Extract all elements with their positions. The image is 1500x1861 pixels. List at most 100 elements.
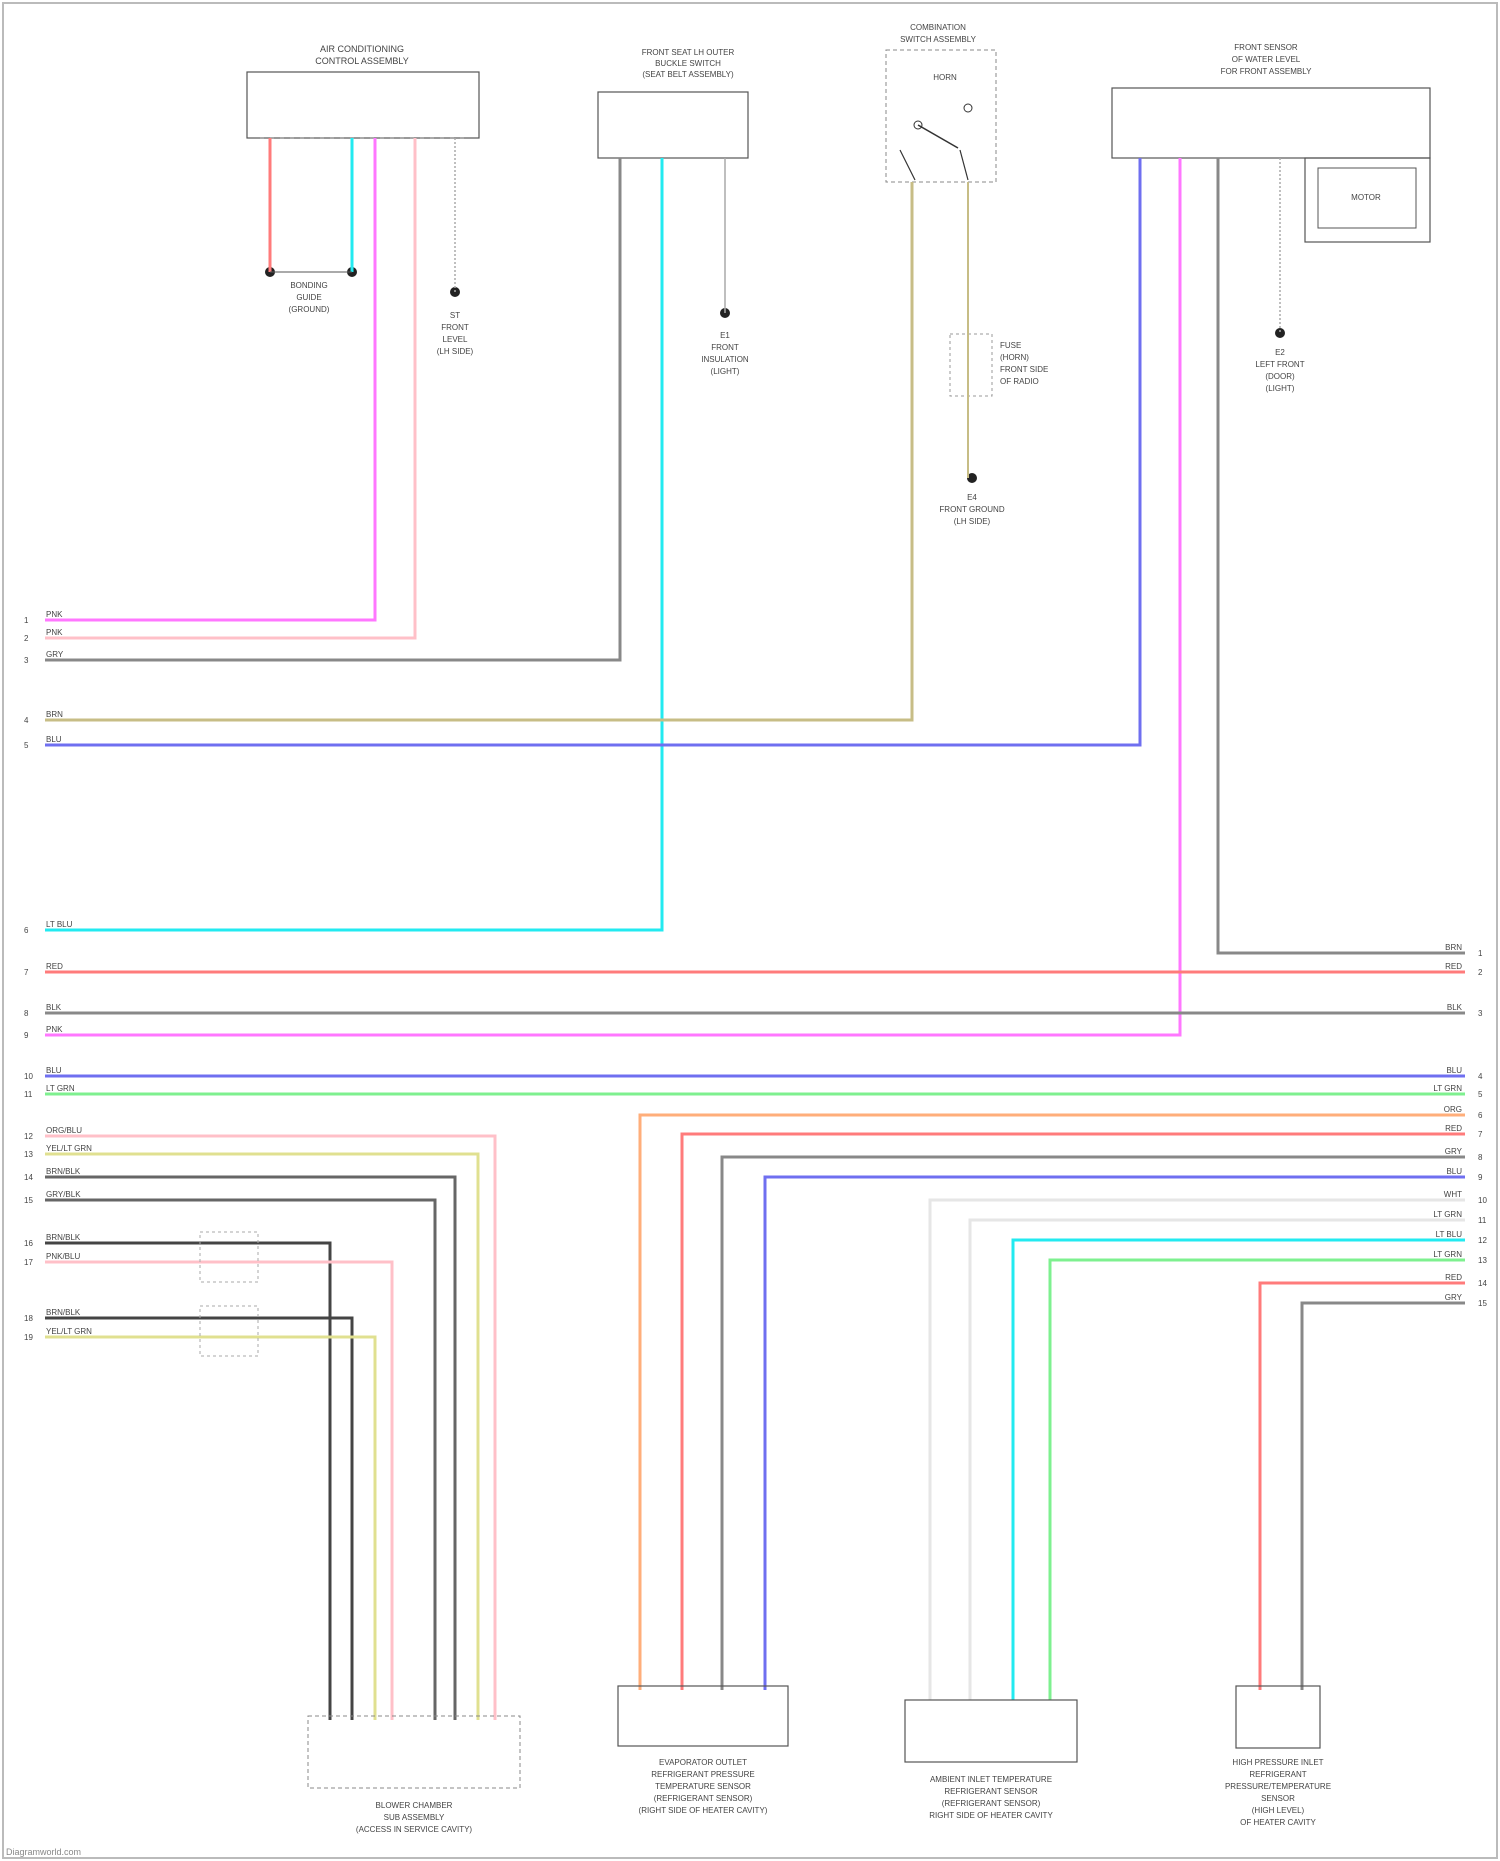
svg-text:EVAPORATOR OUTLET: EVAPORATOR OUTLET bbox=[659, 1758, 747, 1767]
combo-title-2: SWITCH ASSEMBLY bbox=[900, 35, 977, 44]
left-pin-15: 15 bbox=[24, 1196, 33, 1205]
right-wire-code: WHT bbox=[1444, 1190, 1462, 1199]
left-pin-8: 8 bbox=[24, 1009, 29, 1018]
left-wire-code: PNK/BLU bbox=[46, 1252, 80, 1261]
svg-text:(LH SIDE): (LH SIDE) bbox=[437, 347, 474, 356]
right-wire-code: ORG bbox=[1444, 1105, 1462, 1114]
svg-text:(HIGH LEVEL): (HIGH LEVEL) bbox=[1252, 1806, 1305, 1815]
wire-pnk-sensor bbox=[45, 158, 1180, 1035]
svg-text:REFRIGERANT: REFRIGERANT bbox=[1249, 1770, 1306, 1779]
seat-belt-buckle-switch: FRONT SEAT LH OUTER BUCKLE SWITCH (SEAT … bbox=[598, 48, 748, 158]
svg-text:(GROUND): (GROUND) bbox=[289, 305, 330, 314]
svg-text:AMBIENT INLET TEMPERATURE: AMBIENT INLET TEMPERATURE bbox=[930, 1775, 1052, 1784]
svg-text:(ACCESS IN SERVICE CAVITY): (ACCESS IN SERVICE CAVITY) bbox=[356, 1825, 473, 1834]
right-pin-8: 8 bbox=[1478, 1153, 1483, 1162]
left-wire-code: BLK bbox=[46, 1003, 62, 1012]
svg-text:ST: ST bbox=[450, 311, 460, 320]
left-pin-11: 11 bbox=[24, 1090, 33, 1099]
left-wire-code: PNK bbox=[46, 628, 63, 637]
left-pin-5: 5 bbox=[24, 741, 29, 750]
ground-points bbox=[265, 267, 1285, 483]
left-pin-16: 16 bbox=[24, 1239, 33, 1248]
left-pin-2: 2 bbox=[24, 634, 29, 643]
svg-text:REFRIGERANT PRESSURE: REFRIGERANT PRESSURE bbox=[651, 1770, 754, 1779]
right-pin-11: 11 bbox=[1478, 1216, 1487, 1225]
motor-label: MOTOR bbox=[1351, 193, 1381, 202]
svg-text:(DOOR): (DOOR) bbox=[1265, 372, 1295, 381]
right-pin-2: 2 bbox=[1478, 968, 1483, 977]
svg-text:(REFRIGERANT SENSOR): (REFRIGERANT SENSOR) bbox=[942, 1799, 1041, 1808]
svg-text:(LH SIDE): (LH SIDE) bbox=[954, 517, 991, 526]
footer-watermark: Diagramworld.com bbox=[6, 1847, 81, 1857]
left-wire-code: LT BLU bbox=[46, 920, 73, 929]
right-pin-7: 7 bbox=[1478, 1130, 1483, 1139]
left-wire-code: PNK bbox=[46, 610, 63, 619]
left-pin-3: 3 bbox=[24, 656, 29, 665]
left-wire-code: GRY bbox=[46, 650, 64, 659]
left-pin-9: 9 bbox=[24, 1031, 29, 1040]
svg-text:REFRIGERANT SENSOR: REFRIGERANT SENSOR bbox=[944, 1787, 1037, 1796]
svg-text:RIGHT SIDE OF HEATER CAVITY: RIGHT SIDE OF HEATER CAVITY bbox=[929, 1811, 1053, 1820]
ground-labels: BONDING GUIDE (GROUND) ST FRONT LEVEL (L… bbox=[289, 281, 1305, 526]
left-wire-code: BRN/BLK bbox=[46, 1167, 81, 1176]
svg-text:FRONT: FRONT bbox=[711, 343, 739, 352]
svg-text:SENSOR: SENSOR bbox=[1261, 1794, 1295, 1803]
fuse-label-4: OF RADIO bbox=[1000, 377, 1039, 386]
fuse-label-2: (HORN) bbox=[1000, 353, 1029, 362]
lower-right-wires bbox=[640, 1115, 1465, 1700]
svg-text:PRESSURE/TEMPERATURE: PRESSURE/TEMPERATURE bbox=[1225, 1782, 1331, 1791]
left-pin-12: 12 bbox=[24, 1132, 33, 1141]
right-wire-code: LT BLU bbox=[1436, 1230, 1463, 1239]
right-wire-code: RED bbox=[1445, 1124, 1462, 1133]
right-pin-4: 4 bbox=[1478, 1072, 1483, 1081]
svg-text:FRONT: FRONT bbox=[441, 323, 469, 332]
left-wire-code: BLU bbox=[46, 1066, 62, 1075]
sensor-title-3: FOR FRONT ASSEMBLY bbox=[1221, 67, 1312, 76]
buckle-title-3: (SEAT BELT ASSEMBLY) bbox=[642, 70, 734, 79]
left-wire-code: BRN bbox=[46, 710, 63, 719]
lower-left-wires bbox=[45, 1136, 495, 1720]
left-wire-code: LT GRN bbox=[46, 1084, 75, 1093]
right-pin-3: 3 bbox=[1478, 1009, 1483, 1018]
right-pin-12: 12 bbox=[1478, 1236, 1487, 1245]
right-pin-1: 1 bbox=[1478, 949, 1483, 958]
left-pin-14: 14 bbox=[24, 1173, 33, 1182]
right-wire-code: BLK bbox=[1447, 1003, 1463, 1012]
left-wire-code: YEL/LT GRN bbox=[46, 1144, 92, 1153]
ac-title-1: AIR CONDITIONING bbox=[320, 44, 404, 54]
right-wire-code: BRN bbox=[1445, 943, 1462, 952]
left-pin-7: 7 bbox=[24, 968, 29, 977]
combo-title-1: COMBINATION bbox=[910, 23, 966, 32]
right-wire-code: LT GRN bbox=[1433, 1084, 1462, 1093]
svg-text:BLOWER CHAMBER: BLOWER CHAMBER bbox=[376, 1801, 453, 1810]
wire-pnk-2 bbox=[45, 138, 415, 638]
fuse-label-3: FRONT SIDE bbox=[1000, 365, 1048, 374]
lower-left-connectors bbox=[200, 1232, 520, 1788]
left-wire-code: YEL/LT GRN bbox=[46, 1327, 92, 1336]
right-pin-9: 9 bbox=[1478, 1173, 1483, 1182]
right-wire-code: BLU bbox=[1446, 1167, 1462, 1176]
right-wire-code: BLU bbox=[1446, 1066, 1462, 1075]
left-wire-code: RED bbox=[46, 962, 63, 971]
fuse-label-1: FUSE bbox=[1000, 341, 1021, 350]
left-pin-6: 6 bbox=[24, 926, 29, 935]
right-pin-14: 14 bbox=[1478, 1279, 1487, 1288]
svg-text:FRONT GROUND: FRONT GROUND bbox=[939, 505, 1004, 514]
right-wire-code: GRY bbox=[1445, 1293, 1463, 1302]
left-pin-10: 10 bbox=[24, 1072, 33, 1081]
left-wire-code: PNK bbox=[46, 1025, 63, 1034]
left-pin-13: 13 bbox=[24, 1150, 33, 1159]
svg-text:GUIDE: GUIDE bbox=[296, 293, 321, 302]
left-wire-code: ORG/BLU bbox=[46, 1126, 82, 1135]
front-sensor-assembly: FRONT SENSOR OF WATER LEVEL FOR FRONT AS… bbox=[1112, 43, 1430, 242]
bus-wires bbox=[45, 972, 1465, 1094]
wire-blu-sensor bbox=[45, 158, 1140, 745]
svg-text:E2: E2 bbox=[1275, 348, 1285, 357]
right-wire-code: LT GRN bbox=[1433, 1210, 1462, 1219]
top-wires bbox=[45, 138, 1465, 1035]
svg-text:HIGH PRESSURE INLET: HIGH PRESSURE INLET bbox=[1232, 1758, 1323, 1767]
svg-text:INSULATION: INSULATION bbox=[701, 355, 749, 364]
